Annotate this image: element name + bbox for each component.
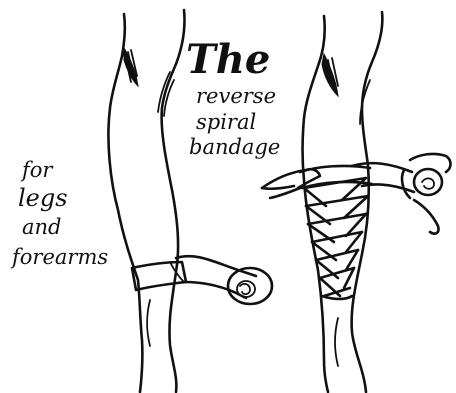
left-bandage-strip <box>176 256 256 298</box>
title-spiral: spiral <box>196 112 256 133</box>
left-leg-outline-right <box>162 10 185 392</box>
right-leg-drawing <box>262 12 451 392</box>
note-for: for <box>22 160 52 181</box>
left-leg-shading-4 <box>147 300 150 346</box>
right-bandage-roll <box>414 169 442 195</box>
title-the: The <box>186 40 270 80</box>
right-leg-shading-4 <box>335 318 338 366</box>
title-reverse: reverse <box>196 86 276 107</box>
note-forearms: forearms <box>12 247 108 268</box>
note-legs: legs <box>18 186 68 210</box>
right-leg-outline-right <box>352 12 383 392</box>
title-bandage: bandage <box>189 137 280 158</box>
left-leg-outline-left <box>108 14 142 392</box>
spiral-bandage-bottom <box>322 296 352 299</box>
left-bandage-roll-swirl <box>240 284 250 294</box>
note-and: and <box>22 217 62 238</box>
right-bandage-roll-swirl <box>422 178 434 188</box>
